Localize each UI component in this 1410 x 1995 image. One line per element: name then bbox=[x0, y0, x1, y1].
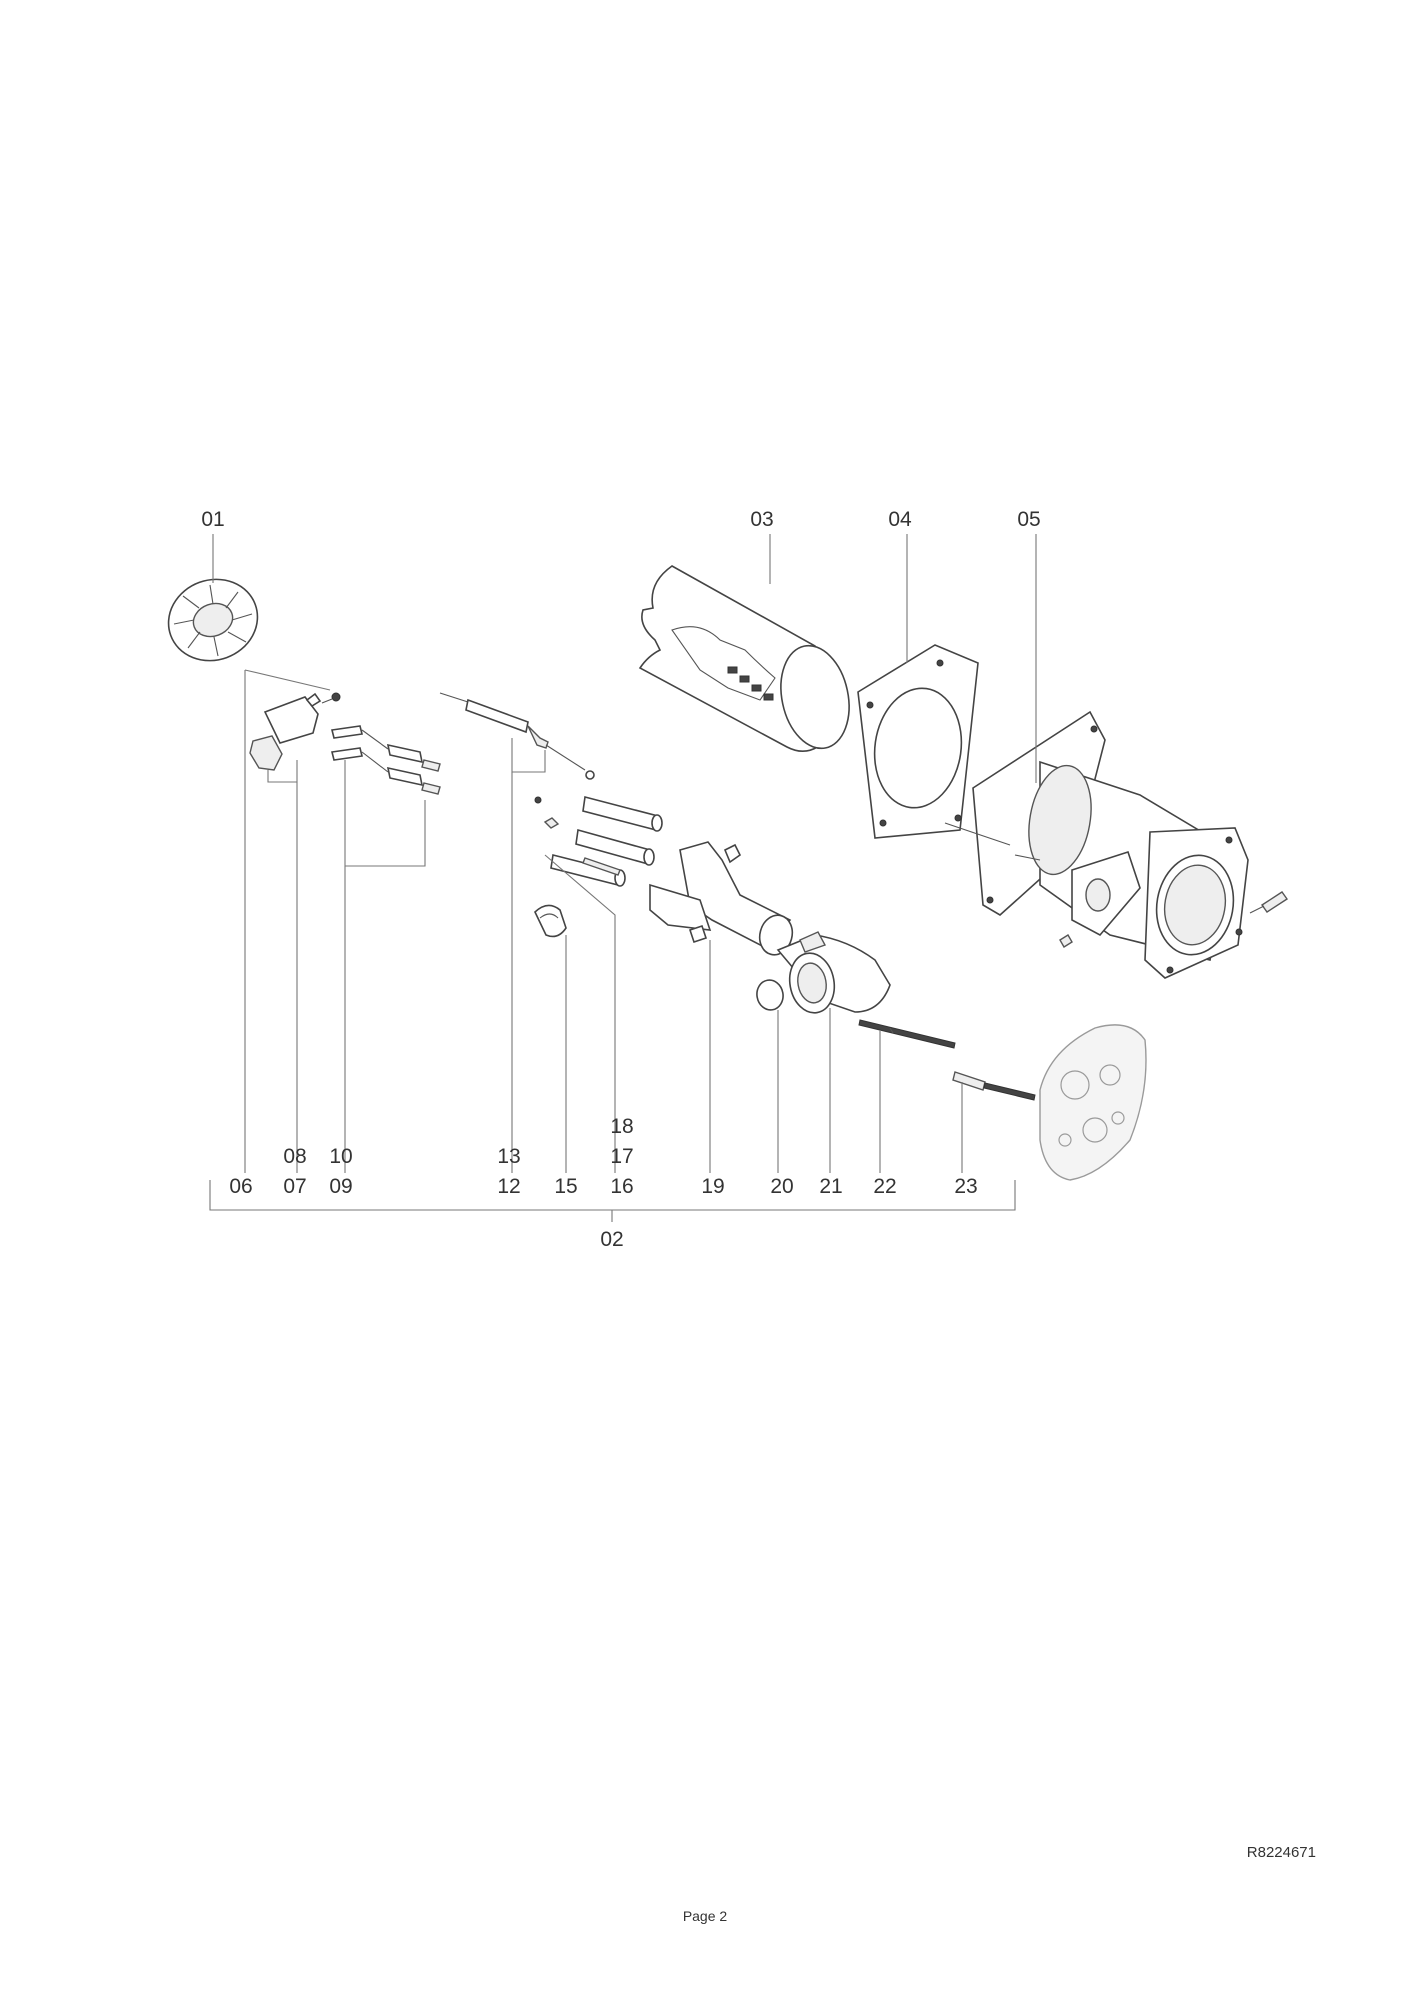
label-05: 05 bbox=[1017, 508, 1040, 531]
part-10-ignition-lead bbox=[331, 747, 441, 795]
label-10: 10 bbox=[329, 1145, 352, 1168]
label-12: 12 bbox=[497, 1175, 520, 1198]
part-09-ignition-lead bbox=[331, 725, 441, 772]
label-16: 16 bbox=[610, 1175, 633, 1198]
leader-16 bbox=[544, 854, 616, 1173]
part-07-clip bbox=[249, 735, 283, 771]
end-plate-ghosted bbox=[1039, 1024, 1147, 1181]
label-08: 08 bbox=[283, 1145, 306, 1168]
label-20: 20 bbox=[770, 1175, 793, 1198]
part-12-electrode-rod bbox=[439, 692, 595, 780]
part-03-shroud bbox=[638, 565, 850, 752]
label-06: 06 bbox=[229, 1175, 252, 1198]
part-19-nozzle-holder bbox=[649, 841, 794, 956]
leader-12-bracket bbox=[511, 738, 546, 773]
part-01-swirl-disc bbox=[167, 578, 259, 662]
label-01: 01 bbox=[201, 508, 224, 531]
part-17-nozzle-tube bbox=[550, 854, 626, 887]
label-15: 15 bbox=[554, 1175, 577, 1198]
part-04-gasket bbox=[857, 644, 979, 839]
part-18-nozzle-tube bbox=[575, 796, 663, 866]
part-20-o-ring bbox=[756, 979, 784, 1011]
label-19: 19 bbox=[701, 1175, 724, 1198]
label-03: 03 bbox=[750, 508, 773, 531]
part-16-nozzle bbox=[534, 796, 560, 829]
label-17: 17 bbox=[610, 1145, 633, 1168]
part-23-electrode-pin bbox=[952, 1071, 1036, 1101]
part-06-ignition-bracket bbox=[263, 692, 341, 744]
leader-06-top bbox=[244, 669, 331, 691]
part-21-elbow bbox=[776, 931, 891, 1014]
page-number: Page 2 bbox=[682, 1908, 728, 1924]
label-13: 13 bbox=[497, 1145, 520, 1168]
part-15-clamp bbox=[534, 904, 567, 938]
leader-09-bracket bbox=[344, 760, 426, 867]
part-22-threaded-rod bbox=[858, 1019, 956, 1049]
label-04: 04 bbox=[888, 508, 912, 531]
drawing-reference: R8224671 bbox=[1246, 1844, 1316, 1861]
label-07: 07 bbox=[283, 1175, 306, 1198]
label-02: 02 bbox=[600, 1228, 623, 1251]
label-23: 23 bbox=[954, 1175, 977, 1198]
part-05-burner-head bbox=[944, 710, 1288, 979]
label-22: 22 bbox=[873, 1175, 896, 1198]
label-18: 18 bbox=[610, 1115, 633, 1138]
label-21: 21 bbox=[819, 1175, 842, 1198]
label-09: 09 bbox=[329, 1175, 352, 1198]
leader-07-bracket bbox=[267, 760, 298, 783]
